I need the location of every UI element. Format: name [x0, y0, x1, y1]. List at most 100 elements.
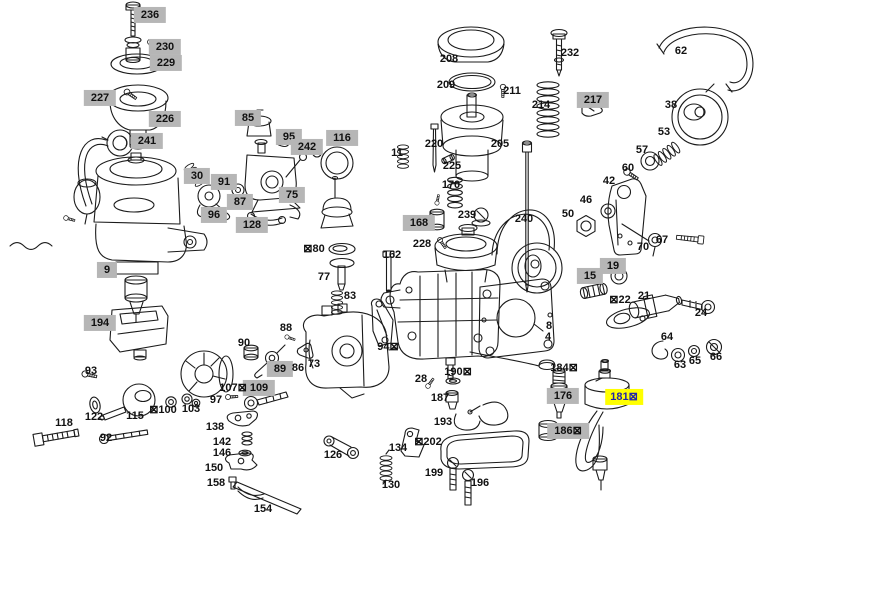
- part-label-88[interactable]: 88: [279, 321, 293, 334]
- part-label-211[interactable]: 211: [503, 84, 521, 97]
- part-label-50[interactable]: 50: [561, 207, 575, 220]
- part-label-126[interactable]: 126: [323, 448, 343, 461]
- part-label-138[interactable]: 138: [205, 420, 225, 433]
- part-label-100[interactable]: ⊠100: [149, 403, 177, 416]
- part-label-107[interactable]: 107⊠: [219, 381, 247, 394]
- part-label-94[interactable]: 94⊠: [377, 340, 399, 353]
- part-label-11[interactable]: 11: [391, 146, 403, 159]
- part-art-181: [575, 358, 630, 491]
- part-label-64[interactable]: 64: [660, 330, 674, 343]
- part-label-184[interactable]: 184⊠: [550, 361, 578, 374]
- part-label-53[interactable]: 53: [657, 125, 671, 138]
- part-label-229[interactable]: 229: [149, 54, 183, 72]
- part-label-4[interactable]: 4: [544, 330, 552, 343]
- part-label-24[interactable]: 24: [694, 306, 708, 319]
- part-label-83[interactable]: 83: [343, 289, 357, 302]
- part-label-109[interactable]: 109: [242, 379, 276, 397]
- part-label-116[interactable]: 116: [326, 129, 358, 147]
- part-label-146[interactable]: 146: [212, 446, 232, 459]
- part-label-9[interactable]: 9: [96, 261, 118, 279]
- part-label-181[interactable]: 181⊠: [605, 388, 643, 406]
- part-label-60[interactable]: 60: [621, 161, 635, 174]
- part-label-42[interactable]: 42: [602, 174, 616, 187]
- part-label-128[interactable]: 128: [235, 216, 269, 234]
- part-label-77[interactable]: 77: [317, 270, 331, 283]
- part-label-236[interactable]: 236: [133, 6, 167, 24]
- part-label-70[interactable]: 70: [636, 240, 650, 253]
- part-label-226[interactable]: 226: [148, 110, 182, 128]
- part-label-227[interactable]: 227: [83, 89, 117, 107]
- part-label-115[interactable]: 115: [126, 409, 144, 422]
- part-label-57[interactable]: 57: [635, 143, 649, 156]
- part-label-187[interactable]: 187: [430, 391, 450, 404]
- part-label-46[interactable]: 46: [579, 193, 593, 206]
- part-label-67[interactable]: 67: [655, 233, 669, 246]
- part-label-228[interactable]: 228: [412, 237, 432, 250]
- part-label-15[interactable]: 15: [576, 267, 604, 285]
- part-label-220[interactable]: 220: [424, 137, 444, 150]
- part-label-28[interactable]: 28: [414, 372, 428, 385]
- part-label-208[interactable]: 208: [439, 52, 459, 65]
- part-label-118[interactable]: 118: [55, 416, 73, 429]
- part-label-158[interactable]: 158: [206, 476, 226, 489]
- part-label-92[interactable]: 92: [99, 431, 113, 444]
- part-label-202[interactable]: ⊠202: [414, 435, 442, 448]
- part-label-241[interactable]: 241: [130, 132, 164, 150]
- part-art-138: [226, 410, 258, 427]
- part-label-217[interactable]: 217: [576, 91, 610, 109]
- part-label-87[interactable]: 87: [226, 193, 254, 211]
- part-label-38[interactable]: 38: [664, 98, 678, 111]
- part-label-86[interactable]: 86: [291, 361, 305, 374]
- part-label-239[interactable]: 239: [457, 208, 477, 221]
- part-label-65[interactable]: 65: [688, 354, 702, 367]
- part-art-46: [600, 203, 616, 219]
- part-label-97[interactable]: 97: [209, 393, 223, 406]
- part-label-170[interactable]: 170: [441, 178, 461, 191]
- part-label-150[interactable]: 150: [204, 461, 224, 474]
- part-label-142[interactable]: 142: [212, 435, 232, 448]
- part-label-196[interactable]: 196: [470, 476, 490, 489]
- part-label-242[interactable]: 242: [290, 138, 324, 156]
- part-label-193[interactable]: 193: [433, 415, 453, 428]
- part-label-168[interactable]: 168: [402, 214, 436, 232]
- part-label-199[interactable]: 199: [424, 466, 444, 479]
- part-art-130: [379, 449, 393, 485]
- part-label-63[interactable]: 63: [673, 358, 687, 371]
- part-label-122[interactable]: 122: [84, 410, 104, 423]
- part-art-150: [224, 452, 258, 471]
- part-label-85[interactable]: 85: [234, 109, 262, 127]
- part-label-62[interactable]: 62: [674, 44, 688, 57]
- part-label-214[interactable]: 214: [531, 98, 551, 111]
- part-label-190[interactable]: 190⊠: [444, 365, 472, 378]
- part-label-176[interactable]: 176: [546, 387, 580, 405]
- part-label-8[interactable]: 8: [545, 319, 553, 332]
- part-label-230[interactable]: 230: [148, 38, 182, 56]
- part-art-65: [687, 344, 701, 358]
- part-label-162[interactable]: 162: [382, 248, 402, 261]
- part-label-93[interactable]: 93: [84, 364, 98, 377]
- part-label-30[interactable]: 30: [183, 167, 211, 185]
- part-label-225[interactable]: 225: [442, 159, 462, 172]
- part-label-96[interactable]: 96: [200, 206, 228, 224]
- part-label-154[interactable]: 154: [253, 502, 273, 515]
- part-label-134[interactable]: 134: [388, 441, 408, 454]
- part-label-90[interactable]: 90: [237, 336, 251, 349]
- part-label-73[interactable]: 73: [307, 357, 321, 370]
- part-label-22[interactable]: ⊠22: [609, 293, 631, 306]
- part-label-232[interactable]: 232: [560, 46, 580, 59]
- part-label-75[interactable]: 75: [278, 186, 306, 204]
- part-label-186[interactable]: 186⊠: [547, 422, 589, 440]
- part-label-80[interactable]: ⊠80: [303, 242, 325, 255]
- part-label-103[interactable]: 103: [181, 402, 201, 415]
- part-label-21[interactable]: 21: [637, 289, 651, 302]
- part-label-209[interactable]: 209: [436, 78, 456, 91]
- part-label-19[interactable]: 19: [599, 257, 627, 275]
- part-label-130[interactable]: 130: [381, 478, 401, 491]
- part-label-240[interactable]: 240: [514, 212, 534, 225]
- part-label-66[interactable]: 66: [709, 350, 723, 363]
- part-label-194[interactable]: 194: [83, 314, 117, 332]
- part-label-89[interactable]: 89: [266, 360, 294, 378]
- part-label-91[interactable]: 91: [210, 173, 238, 191]
- part-art-190: [445, 377, 461, 385]
- part-label-205[interactable]: 205: [490, 137, 510, 150]
